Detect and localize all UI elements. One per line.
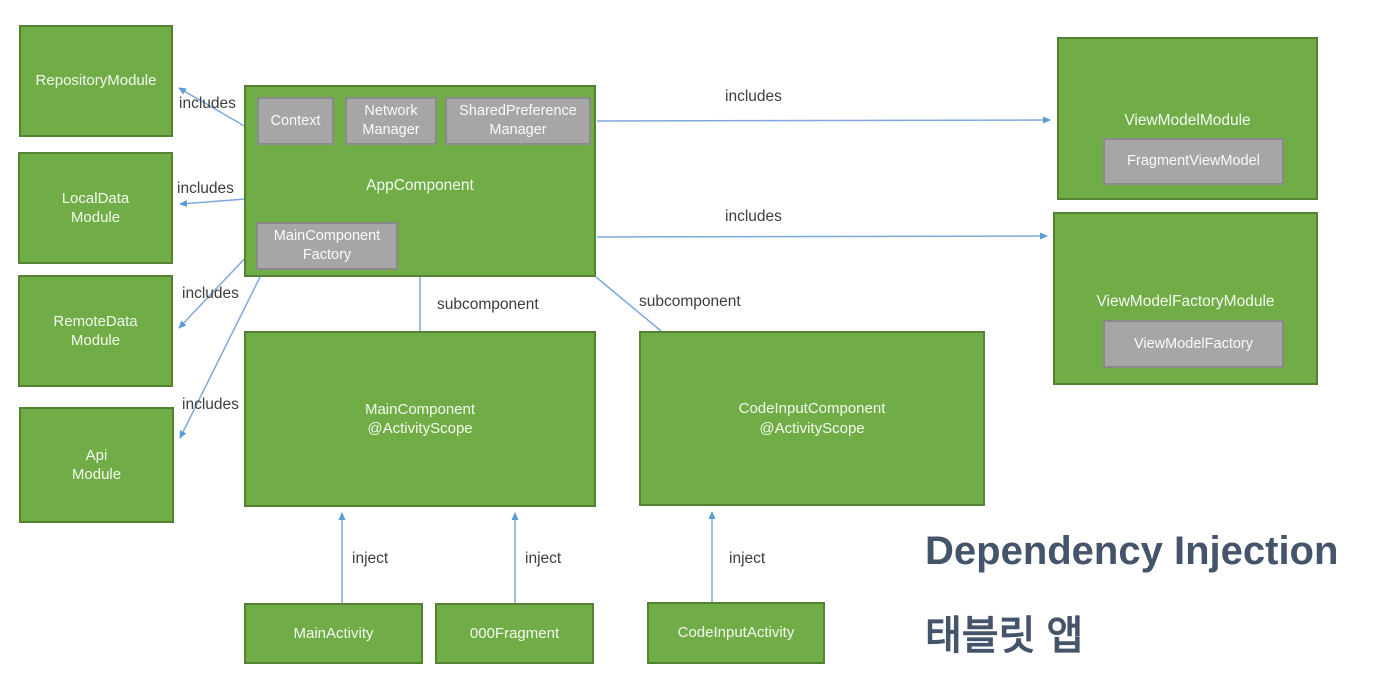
edge-includes-localdata (179, 198, 247, 207)
edge-label-includes-localdata: includes (177, 180, 234, 197)
node-main-activity: MainActivity (244, 603, 423, 664)
edge-label-includes-repository: includes (179, 95, 236, 112)
edge-label-inject-fragment: inject (525, 550, 562, 567)
node-viewmodelfactory-module: ViewModelFactoryModule ViewModelFactory (1053, 212, 1318, 385)
node-main-component: MainComponent @ActivityScope (244, 331, 596, 507)
node-network-manager: Network Manager (345, 97, 437, 145)
slide-subtitle: 태블릿 앱 (925, 614, 1084, 658)
node-viewmodel-module: ViewModelModule FragmentViewModel (1057, 37, 1318, 200)
edge-includes-viewmodel (596, 116, 1051, 124)
node-codeinput-activity: CodeInputActivity (647, 602, 825, 664)
node-context: Context (257, 97, 334, 145)
node-app-component-label: AppComponent (366, 177, 474, 194)
slide-title: Dependency Injection (925, 529, 1339, 573)
edge-includes-viewmodelfactory (596, 232, 1048, 240)
node-remotedata-module: RemoteData Module (18, 275, 173, 387)
node-app-component: Context Network Manager SharedPreference… (244, 85, 596, 277)
edge-label-subcomponent-main: subcomponent (437, 296, 539, 313)
node-codeinput-component: CodeInputComponent @ActivityScope (639, 331, 985, 506)
edge-label-includes-api: includes (182, 396, 239, 413)
edge-label-includes-remotedata: includes (182, 285, 239, 302)
edge-label-includes-viewmodelfactory: includes (725, 208, 782, 225)
node-viewmodel-factory: ViewModelFactory (1103, 320, 1284, 368)
edge-label-subcomponent-codeinput: subcomponent (639, 293, 741, 310)
node-api-module: Api Module (19, 407, 174, 523)
edge-label-inject-codeinputactivity: inject (729, 550, 766, 567)
node-fragment-viewmodel: FragmentViewModel (1103, 138, 1284, 185)
node-viewmodelfactory-module-label: ViewModelFactoryModule (1096, 293, 1275, 310)
node-maincomponent-factory: MainComponent Factory (256, 222, 398, 270)
edge-label-inject-mainactivity: inject (352, 550, 389, 567)
node-localdata-module: LocalData Module (18, 152, 173, 264)
node-viewmodel-module-label: ViewModelModule (1124, 112, 1251, 129)
node-repository-module: RepositoryModule (19, 25, 173, 137)
node-sharedpreference-manager: SharedPreference Manager (445, 97, 591, 145)
edge-label-includes-viewmodel: includes (725, 88, 782, 105)
node-000-fragment: 000Fragment (435, 603, 594, 664)
